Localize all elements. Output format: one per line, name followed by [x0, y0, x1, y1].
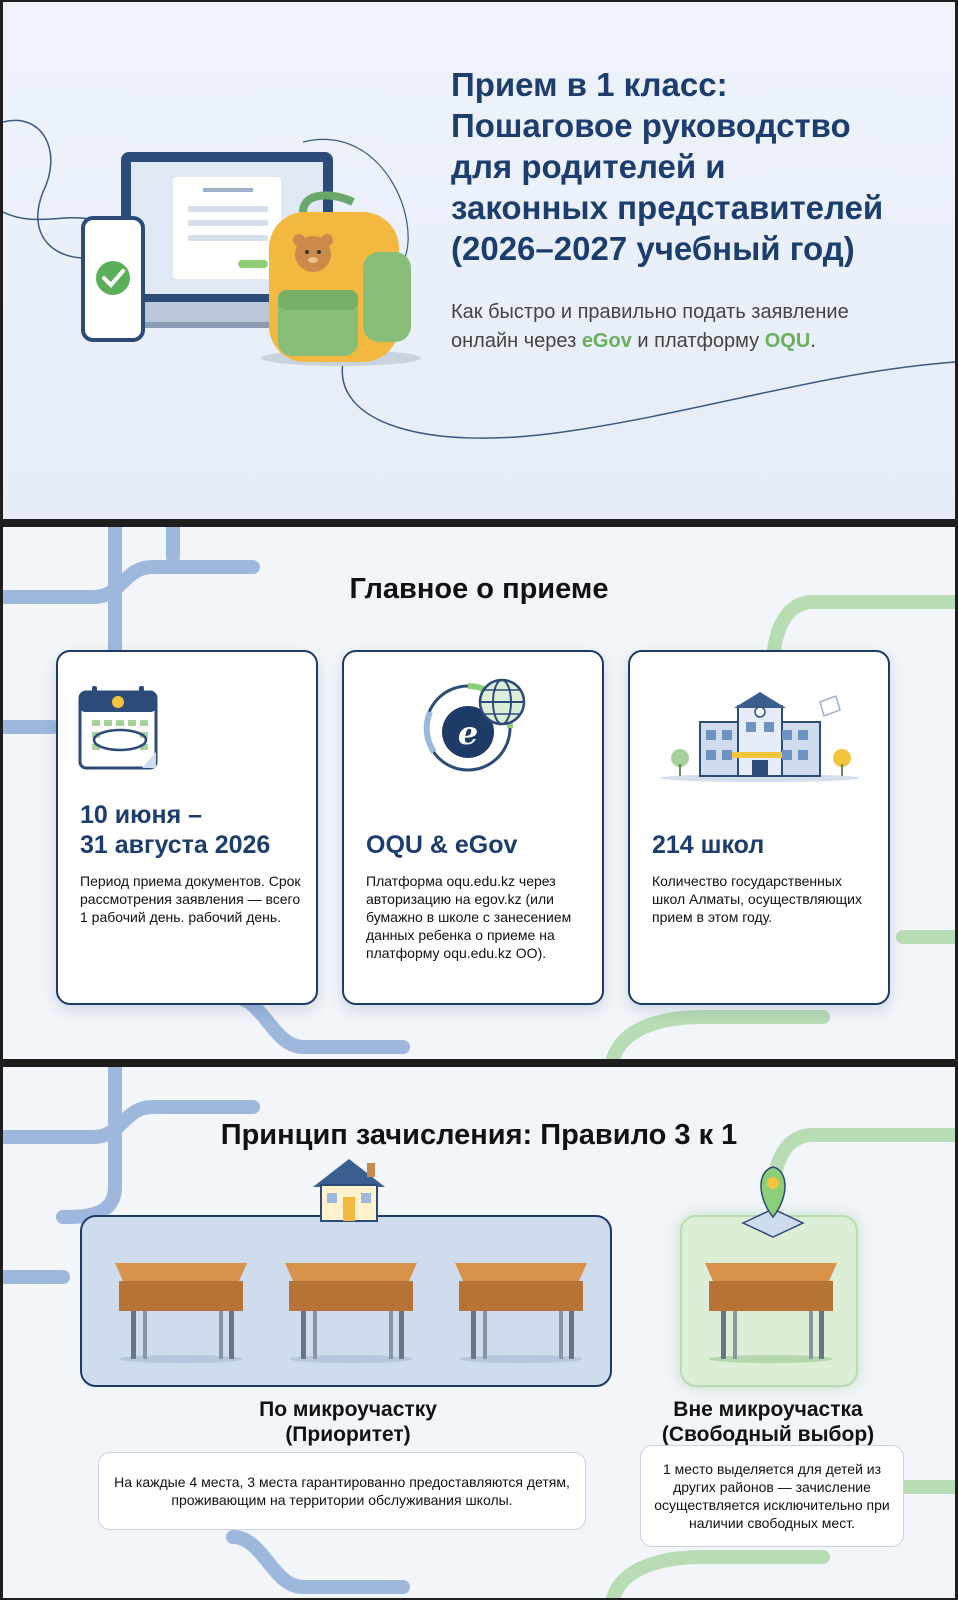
info-card-schools: 214 школ Количество государственных школ… [628, 650, 890, 1005]
hero-title-line: Пошаговое руководство [451, 107, 851, 144]
hero-title-line: законных представителей [451, 189, 884, 226]
desks-illustration [115, 1159, 837, 1363]
enrollment-rule-slide: Принцип зачисления: Правило 3 к 1 [3, 1067, 955, 1598]
backpack-icon [261, 191, 421, 366]
main-info-slide: Главное о приеме 10 июня – 31 августа 20… [3, 527, 955, 1059]
calendar-icon [78, 686, 158, 770]
svg-text:e: e [458, 714, 478, 752]
hero-subtitle-text: и платформу [631, 330, 765, 352]
card-heading: 10 июня – 31 августа 2026 [80, 800, 315, 860]
card-body: Период приема документов. Срок рассмотре… [80, 873, 301, 925]
label-line: Вне микроучастка [673, 1398, 863, 1421]
map-pin-icon [741, 1166, 805, 1238]
label-line: (Приоритет) [285, 1423, 411, 1446]
hero-title-line: Прием в 1 класс: [451, 66, 728, 103]
desk-icon [455, 1263, 587, 1363]
microdistrict-label: По микроучастку (Приоритет) [203, 1397, 493, 1447]
desk-icon [285, 1263, 417, 1363]
info-card-dates: 10 июня – 31 августа 2026 Период приема … [56, 650, 318, 1005]
enrollment-rule-title: Принцип зачисления: Правило 3 к 1 [220, 1119, 738, 1151]
card-heading-line: 214 школ [652, 831, 765, 859]
egov-globe-icon: e [423, 678, 526, 772]
card-heading: 214 школ [652, 830, 887, 860]
school-building-icon [660, 692, 860, 782]
card-heading-line: 31 августа 2026 [80, 831, 271, 859]
card-body: Платформа oqu.edu.kz через авторизацию н… [366, 873, 572, 961]
hero-slide: Прием в 1 класс: Пошаговое руководство д… [3, 2, 955, 519]
info-card-platform: e OQU & eGov Платформа oqu.edu.kz через … [342, 650, 604, 1005]
house-icon [313, 1159, 385, 1222]
phone-checkmark-icon [81, 216, 145, 342]
free-choice-label: Вне микроучастка (Свободный выбор) [643, 1397, 893, 1447]
desk-icon [115, 1263, 247, 1363]
card-body: Количество государственных школ Алматы, … [652, 873, 862, 925]
hero-title: Прием в 1 класс: Пошаговое руководство д… [451, 64, 941, 269]
hero-subtitle-text: . [810, 330, 816, 352]
hero-title-line: для родителей и [451, 148, 726, 185]
hero-subtitle-text: онлайн через [451, 330, 582, 352]
hero-title-line: (2026–2027 учебный год) [451, 230, 855, 267]
label-line: (Свободный выбор) [661, 1423, 875, 1446]
hero-illustration [3, 119, 955, 439]
card-heading-line: 10 июня – [80, 801, 203, 829]
microdistrict-note: На каждые 4 места, 3 места гарантированн… [98, 1452, 586, 1530]
label-line: По микроучастку [259, 1398, 437, 1421]
card-heading-line: OQU & eGov [366, 831, 518, 859]
hero-subtitle-text: Как быстро и правильно подать заявление [451, 301, 849, 323]
main-info-title: Главное о приеме [349, 573, 609, 605]
desk-icon [705, 1263, 837, 1363]
egov-highlight: eGov [581, 330, 632, 352]
oqu-highlight: OQU [764, 330, 811, 352]
hero-subtitle: Как быстро и правильно подать заявление … [451, 298, 921, 356]
card-heading: OQU & eGov [366, 830, 601, 860]
free-choice-note: 1 место выделяется для детей из других р… [640, 1445, 904, 1547]
